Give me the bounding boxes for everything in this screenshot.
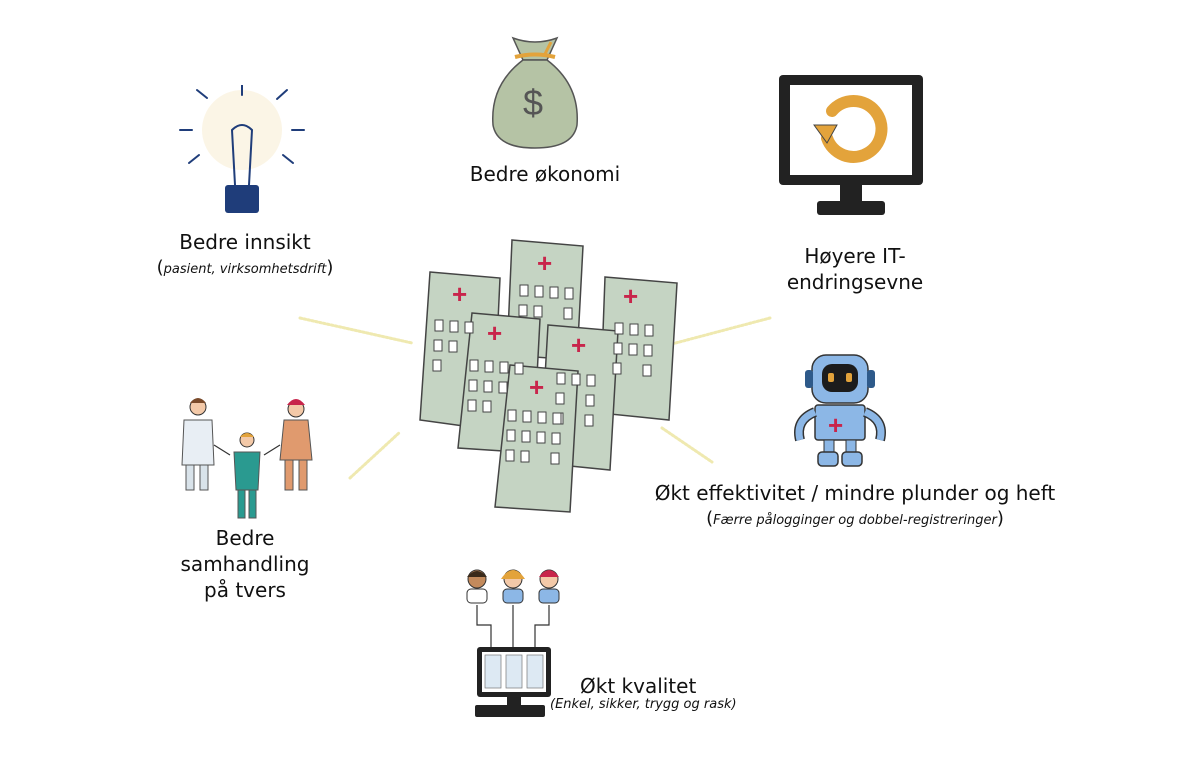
robot-icon: + <box>794 354 886 467</box>
effektivitet-paren-close: ) <box>996 508 1004 529</box>
effektivitet-label: Økt effektivitet / mindre plunder og hef… <box>654 481 1056 505</box>
effektivitet-detail-text: Færre pålogginger og dobbel-registrering… <box>713 513 997 528</box>
cross-back-left: + <box>452 279 467 309</box>
endringsevne-line2: endringsevne <box>786 270 924 294</box>
endringsevne-label: Høyere IT- endringsevne <box>760 243 950 295</box>
cross-back-right: + <box>623 281 638 311</box>
samhandling-line3: på tvers <box>204 578 286 602</box>
samhandling-line1: Bedre <box>215 526 275 550</box>
innsikt-label: Bedre innsikt <box>179 230 311 254</box>
hospital-buildings-icon: + + + + + + <box>419 239 678 513</box>
innsikt-paren-open: ( <box>156 257 164 278</box>
innsikt-paren-close: ) <box>326 257 334 278</box>
cross-front: + <box>529 372 544 402</box>
lightbulb-icon <box>179 85 305 213</box>
effektivitet-detail: (Færre pålogginger og dobbel-registrerin… <box>660 508 1050 529</box>
effektivitet-paren-open: ( <box>706 508 714 529</box>
connected-users-screen-icon <box>466 569 560 717</box>
healthcare-workers-icon <box>181 398 313 519</box>
svg-text:+: + <box>828 410 843 440</box>
monitor-refresh-icon <box>779 75 923 215</box>
ray-innsikt <box>298 316 414 345</box>
cross-back-middle: + <box>537 248 552 278</box>
red-crosses: + + + + + + <box>452 248 638 402</box>
okonomi-label: Bedre økonomi <box>469 162 621 186</box>
samhandling-label: Bedre samhandling på tvers <box>150 525 340 603</box>
innsikt-detail: (pasient, virksomhetsdrift) <box>120 257 370 278</box>
money-bag-icon: $ <box>492 36 578 149</box>
kvalitet-detail: (Enkel, sikker, trygg og rask) <box>550 697 737 712</box>
cross-mid-right: + <box>571 330 586 360</box>
endringsevne-line1: Høyere IT- <box>804 244 906 268</box>
innsikt-detail-text: pasient, virksomhetsdrift <box>163 262 327 277</box>
ray-samhandling <box>348 430 402 480</box>
kvalitet-label: Økt kvalitet <box>580 674 697 698</box>
ray-endringsevne <box>666 316 772 347</box>
cross-mid-left: + <box>487 318 502 348</box>
ray-effektivitet <box>660 426 714 464</box>
svg-text:$: $ <box>523 82 543 123</box>
samhandling-line2: samhandling <box>180 552 310 576</box>
